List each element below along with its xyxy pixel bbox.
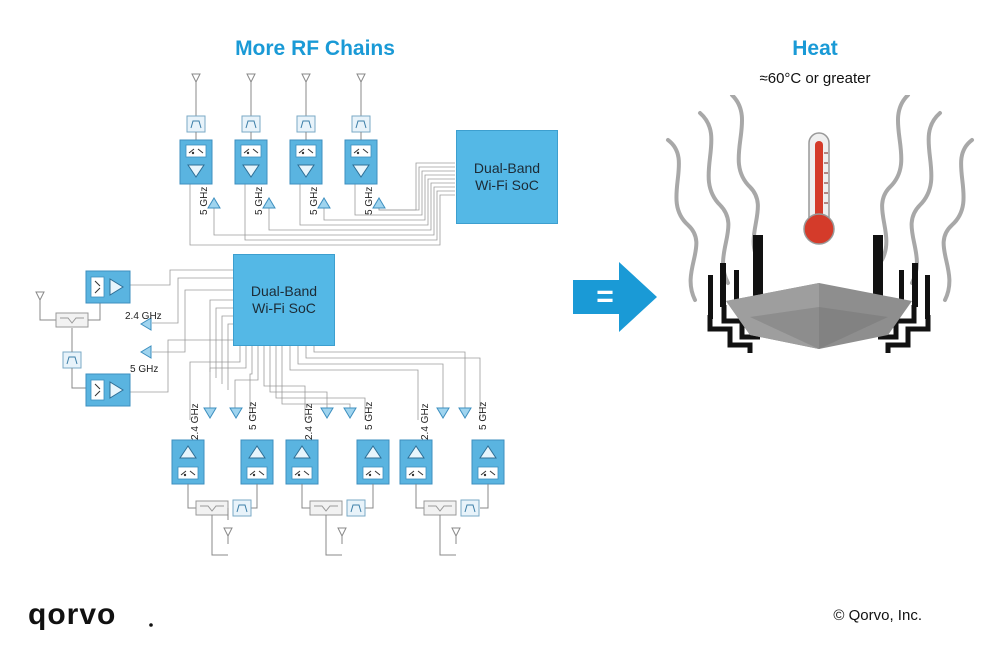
band-label-5ghz: 5 GHz [364, 187, 375, 215]
heat-title: Heat [792, 37, 838, 60]
left-chain-5ghz [62, 328, 152, 407]
soc-bottom: Dual-Band Wi-Fi SoC [233, 254, 335, 346]
top-chain-3 [289, 73, 331, 209]
bottom-chain-3 [399, 407, 505, 556]
heat-waves-right [880, 95, 974, 302]
soc-top-line2: Wi-Fi SoC [475, 177, 539, 193]
top-chain-1 [179, 73, 221, 209]
band-label-24ghz: 2.4 GHz [125, 311, 162, 322]
heat-waves-left [666, 95, 760, 302]
band-label-5ghz: 5 GHz [364, 402, 375, 430]
band-label-5ghz: 5 GHz [478, 402, 489, 430]
band-label-5ghz: 5 GHz [199, 187, 210, 215]
soc-top: Dual-Band Wi-Fi SoC [456, 130, 558, 224]
thermometer-icon [803, 132, 835, 245]
bottom-chain-2 [285, 407, 390, 556]
rf-chains-diagram: 5 GHz 5 GHz 5 GHz 5 GHz [35, 73, 505, 556]
equals-symbol: = [596, 280, 614, 313]
copyright-text: © Qorvo, Inc. [833, 607, 922, 624]
band-label-5ghz: 5 GHz [130, 364, 158, 375]
equals-arrow: = [573, 262, 657, 332]
bottom-chain-1 [171, 407, 274, 556]
router-icon [707, 235, 931, 353]
top-chain-4 [344, 73, 386, 209]
band-label-24ghz: 2.4 GHz [304, 403, 315, 440]
top-chain-2 [234, 73, 276, 209]
qorvo-logo: qorvo [28, 598, 153, 631]
heat-illustration [666, 95, 974, 353]
band-label-24ghz: 2.4 GHz [420, 403, 431, 440]
left-chain-24ghz [35, 270, 152, 331]
soc-bottom-line1: Dual-Band [250, 283, 318, 299]
heat-subtitle: ≈60°C or greater [759, 70, 871, 87]
band-label-5ghz: 5 GHz [254, 187, 265, 215]
qorvo-logo-text: qorvo [28, 598, 116, 631]
bottom-chain-wiring [130, 269, 481, 420]
band-label-24ghz: 2.4 GHz [190, 403, 201, 440]
soc-bottom-line2: Wi-Fi SoC [252, 300, 316, 316]
rf-chains-title: More RF Chains [235, 37, 395, 60]
soc-top-line1: Dual-Band [473, 160, 541, 176]
band-label-5ghz: 5 GHz [248, 402, 259, 430]
band-label-5ghz: 5 GHz [309, 187, 320, 215]
top-chain-group [189, 162, 455, 246]
